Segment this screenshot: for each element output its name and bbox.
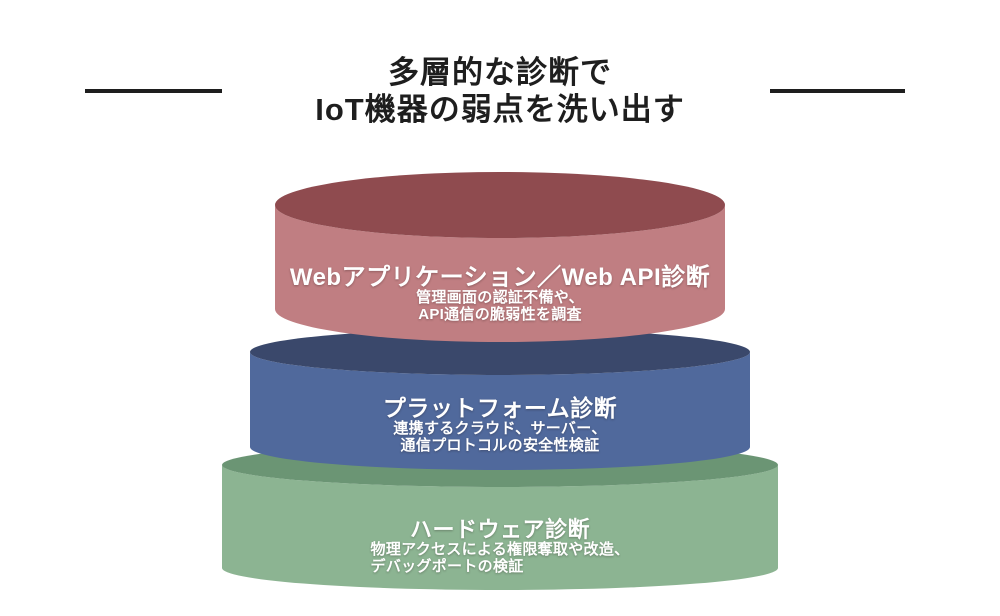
diagram-title-line2: IoT機器の弱点を洗い出す	[315, 92, 685, 127]
layer-web-api-top-face	[275, 172, 725, 238]
diagram-title-line1: 多層的な診断で	[388, 55, 612, 90]
layer-hardware-desc-line2: デバッグポートの検証	[370, 558, 524, 575]
layer-web-api-body	[275, 205, 725, 342]
layer-platform-body	[250, 352, 750, 470]
layer-platform-top-face	[250, 329, 750, 375]
layer-platform-label: プラットフォーム診断	[382, 395, 618, 421]
diagram-title: 多層的な診断で IoT機器の弱点を洗い出す	[0, 54, 1000, 128]
layer-hardware-desc: 物理アクセスによる権限奪取や改造、 デバッグポートの検証	[0, 541, 1000, 575]
layer-web-api-label: Webアプリケーション／Web API診断	[289, 264, 711, 291]
layer-web-api-desc-line1: 管理画面の認証不備や、	[416, 289, 584, 306]
layer-hardware-desc-line1: 物理アクセスによる権限奪取や改造、	[370, 541, 630, 558]
title-rule-right	[770, 89, 905, 93]
title-rule-left	[85, 89, 222, 93]
layer-hardware-desc-lines: 物理アクセスによる権限奪取や改造、 デバッグポートの検証	[371, 541, 630, 575]
layer-platform-desc-line1: 連携するクラウド、サーバー、	[393, 420, 607, 437]
layer-platform-desc: 連携するクラウド、サーバー、 通信プロトコルの安全性検証	[0, 420, 1000, 454]
layer-web-api-desc: 管理画面の認証不備や、 API通信の脆弱性を調査	[0, 289, 1000, 323]
layer-platform-desc-line2: 通信プロトコルの安全性検証	[400, 437, 600, 454]
layer-hardware-body	[222, 465, 778, 590]
layer-hardware-label: ハードウェア診断	[409, 517, 590, 542]
layer-web-api-desc-line2: API通信の脆弱性を調査	[418, 306, 582, 323]
